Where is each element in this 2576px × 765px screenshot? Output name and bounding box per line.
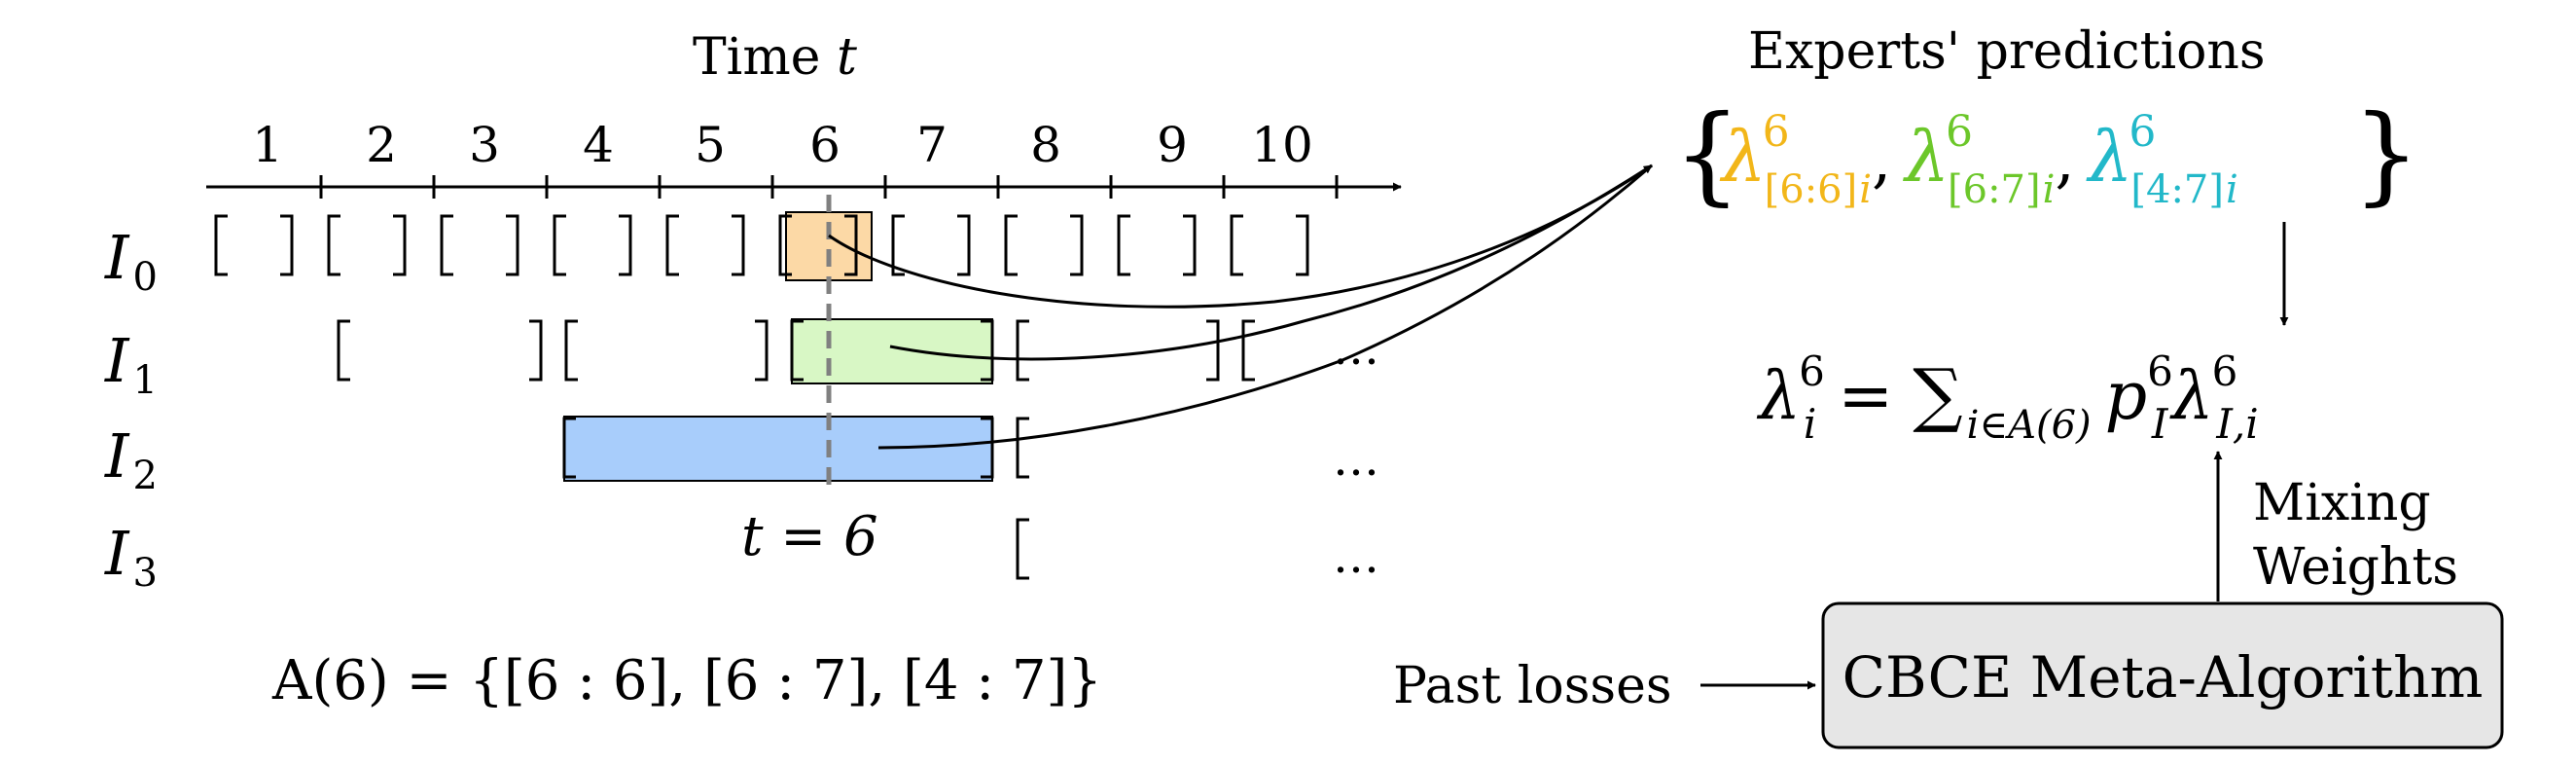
tick-label: 7 (916, 117, 948, 173)
close-bracket (393, 214, 407, 276)
close-bracket (506, 214, 519, 276)
interval-4-7-box (563, 416, 993, 482)
tick-label: 10 (1251, 117, 1313, 173)
experts-title: Experts' predictions (1748, 22, 2266, 81)
mixing-label-line1: Mixing (2253, 474, 2431, 532)
time-axis-tick-labels: 1 2 3 4 5 6 7 8 9 10 (252, 117, 1313, 173)
time-axis-ticks (319, 175, 1339, 199)
t6-marker-label: t = 6 (741, 505, 878, 568)
close-bracket (732, 214, 745, 276)
open-bracket (1117, 214, 1130, 276)
tick-label: 5 (695, 117, 726, 173)
experts-left-brace: { (1673, 91, 1741, 216)
close-bracket (844, 214, 858, 276)
open-bracket (891, 214, 905, 276)
close-bracket (1206, 319, 1220, 382)
open-bracket (665, 214, 679, 276)
curve-green-to-experts (889, 164, 1653, 361)
close-bracket (619, 214, 632, 276)
experts-right-brace: } (2352, 91, 2420, 216)
close-bracket (529, 319, 543, 382)
interval-brackets (214, 214, 1309, 580)
tick-label: 2 (366, 117, 397, 173)
tick-label: 3 (469, 117, 500, 173)
tick-label: 6 (809, 117, 841, 173)
time-axis-label: Time t (693, 28, 857, 87)
tick-label: 8 (1030, 117, 1061, 173)
open-bracket (327, 214, 340, 276)
close-bracket (1296, 214, 1309, 276)
open-bracket (562, 417, 576, 479)
past-losses-label: Past losses (1393, 657, 1672, 715)
open-bracket (214, 214, 228, 276)
close-bracket (1183, 214, 1197, 276)
curve-blue-to-experts (877, 164, 1653, 450)
row-2-ellipsis: … (1333, 432, 1379, 487)
meta-algorithm-label: CBCE Meta-Algorithm (1843, 644, 2484, 710)
row-1-ellipsis: … (1333, 321, 1379, 376)
close-bracket (981, 319, 994, 382)
close-bracket (1070, 214, 1084, 276)
open-bracket (564, 319, 578, 382)
close-bracket (280, 214, 294, 276)
close-bracket (981, 417, 994, 479)
close-bracket (755, 319, 769, 382)
open-bracket (440, 214, 453, 276)
tick-label: 4 (583, 117, 614, 173)
open-bracket (790, 319, 804, 382)
tick-label: 9 (1157, 117, 1188, 173)
open-bracket (1004, 214, 1018, 276)
mixing-label-line2: Weights (2253, 538, 2458, 597)
interval-6-7-box (791, 318, 993, 384)
active-set: A(6) = {[6 : 6], [6 : 7], [4 : 7]} (271, 649, 1102, 712)
open-bracket (1016, 319, 1029, 382)
open-bracket (1016, 518, 1029, 580)
open-bracket (1230, 214, 1243, 276)
close-bracket (957, 214, 971, 276)
tick-label: 1 (252, 117, 283, 173)
row-3-ellipsis: … (1333, 529, 1379, 584)
open-bracket (553, 214, 566, 276)
open-bracket (1016, 417, 1029, 479)
open-bracket (1241, 319, 1255, 382)
open-bracket (778, 214, 792, 276)
meta-algorithm-box (1821, 601, 2504, 749)
experts-predictions: λ6[6:6]i,λ6[6:7]i,λ6[4:7]i (1719, 107, 2238, 212)
open-bracket (337, 319, 350, 382)
